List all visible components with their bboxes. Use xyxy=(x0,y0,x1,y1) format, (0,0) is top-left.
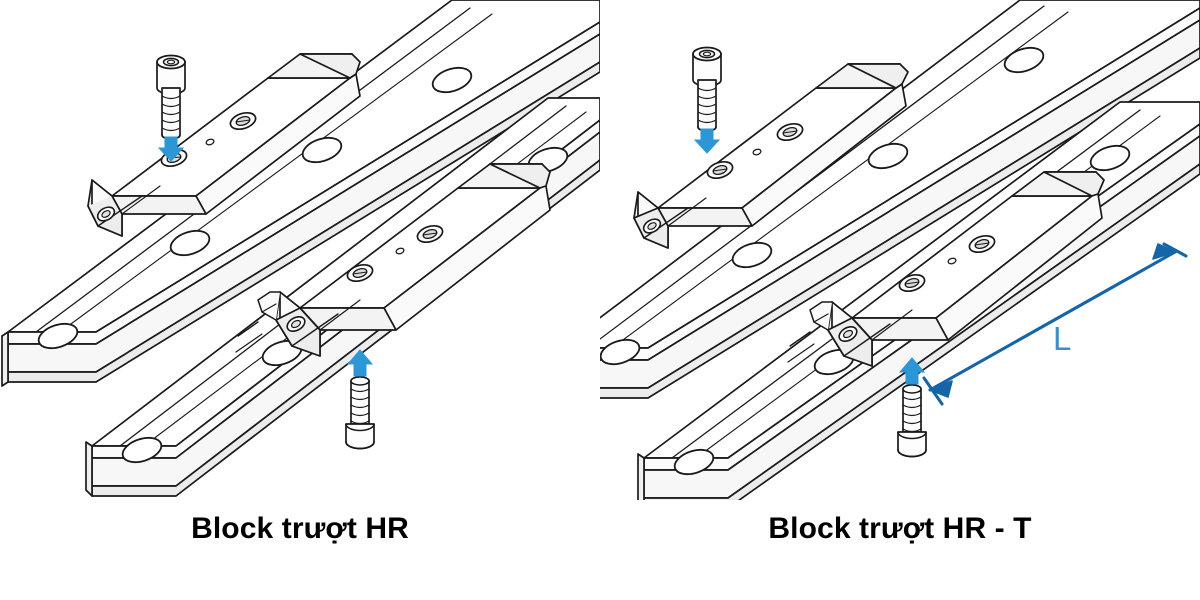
panel-left: Block trượt HR xyxy=(0,0,600,545)
screw-insert-arrow-top xyxy=(157,136,185,162)
screw-insert-arrow-bottom xyxy=(898,357,926,385)
socket-head-cap-screw-lower xyxy=(897,384,927,458)
dimension-line-L: L xyxy=(922,242,1188,406)
carriage-block-lower xyxy=(787,171,1105,367)
socket-head-cap-screw-upper xyxy=(156,54,186,140)
illustration-right: L xyxy=(600,0,1200,500)
socket-head-cap-screw-upper xyxy=(692,46,722,132)
panel-right: L Block trượt HR - T xyxy=(600,0,1200,600)
dimension-label-L: L xyxy=(1053,320,1071,357)
drawing-right: L xyxy=(600,0,1200,500)
carriage-block-upper xyxy=(633,63,909,249)
arrow-group-left xyxy=(157,136,374,377)
caption-left: Block trượt HR xyxy=(191,512,409,545)
carriage-block-upper xyxy=(87,53,361,237)
illustration-left xyxy=(0,0,600,500)
linear-rail-upper xyxy=(600,0,1200,399)
caption-right: Block trượt HR - T xyxy=(768,512,1032,545)
carriage-block-lower xyxy=(235,163,551,357)
arrow-group-right xyxy=(693,128,926,385)
screw-insert-arrow-top xyxy=(693,128,721,154)
drawing-left xyxy=(1,0,600,497)
screw-insert-arrow-bottom xyxy=(346,349,374,377)
linear-rail-upper xyxy=(1,0,600,387)
socket-head-cap-screw-lower xyxy=(345,376,375,450)
